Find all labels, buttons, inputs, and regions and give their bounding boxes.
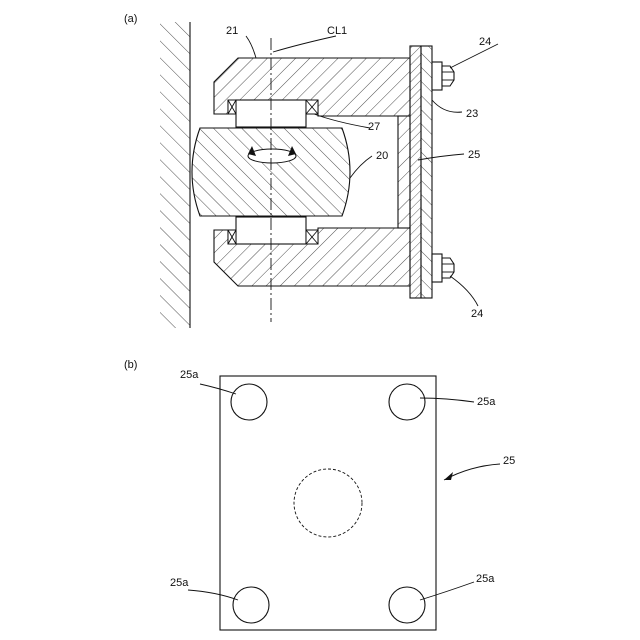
panel-a: (a) xyxy=(124,13,498,328)
hole-top-left xyxy=(231,384,267,420)
ref-25-plate: 25 xyxy=(503,455,515,467)
ref-24-top: 24 xyxy=(479,36,491,48)
hole-bottom-right xyxy=(389,587,425,623)
mounting-plate xyxy=(410,46,421,298)
ref-20: 20 xyxy=(376,150,388,162)
ref-25a-tr: 25a xyxy=(477,396,496,408)
ref-25a-bl: 25a xyxy=(170,577,189,589)
ref-24-bottom: 24 xyxy=(471,308,483,320)
panel-b-label: (b) xyxy=(124,359,137,371)
bolt-bottom xyxy=(432,254,454,282)
ref-27: 27 xyxy=(368,121,380,133)
ref-cl1: CL1 xyxy=(327,25,347,37)
panel-a-label: (a) xyxy=(124,13,137,25)
ref-25: 25 xyxy=(468,149,480,161)
ref-25a-br: 25a xyxy=(476,573,495,585)
ref-21: 21 xyxy=(226,25,238,37)
ref-25a-tl: 25a xyxy=(180,369,199,381)
hole-bottom-left xyxy=(233,587,269,623)
wall xyxy=(160,22,190,328)
panel-b: (b) 25a 25a 25 25a 25a xyxy=(124,359,515,630)
ref-23: 23 xyxy=(466,108,478,120)
outer-plate xyxy=(421,46,432,298)
hole-top-right xyxy=(389,384,425,420)
bolt-top xyxy=(432,62,454,90)
